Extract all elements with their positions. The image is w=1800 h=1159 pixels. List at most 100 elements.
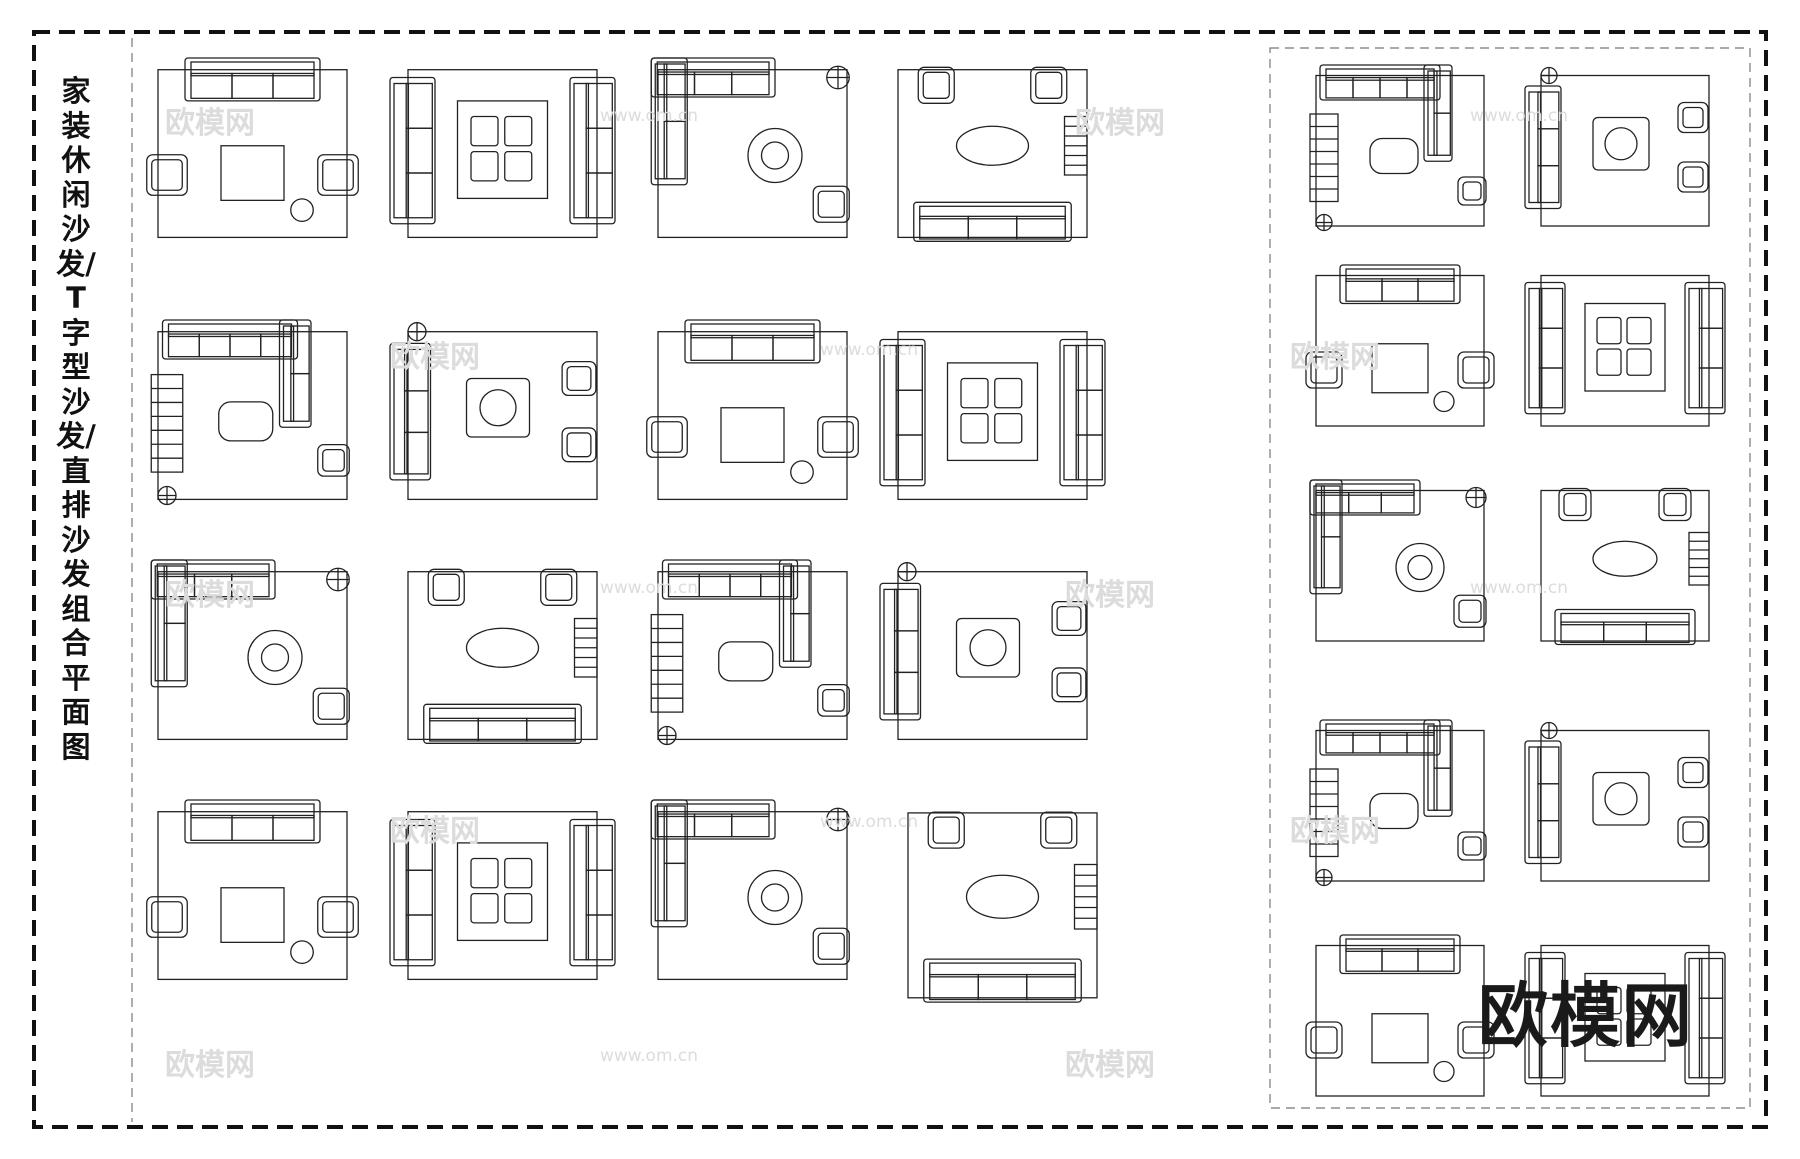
hatched-rug (650, 613, 684, 713)
area-rug (657, 571, 848, 741)
sofa-backrest (1315, 483, 1415, 496)
sofa (650, 57, 688, 186)
sofa-seat-cushion (1698, 367, 1724, 409)
sofa-layout-plan (1524, 274, 1726, 427)
table-panel (960, 377, 989, 409)
sofa (1524, 85, 1562, 210)
table-panel (470, 857, 499, 889)
armchair (1677, 161, 1709, 193)
armchair-seat (566, 432, 592, 458)
armchair-seat (1045, 816, 1073, 844)
sofa (278, 319, 312, 428)
sofa (913, 201, 1072, 242)
sofa (1684, 951, 1726, 1085)
armchair (427, 568, 465, 606)
sofa (184, 57, 321, 102)
table-panel (1626, 986, 1652, 1015)
armchair-seat (566, 365, 592, 392)
sofa-seat-cushion (731, 813, 770, 838)
armchair (1658, 487, 1692, 522)
sofa-seat-cushion (272, 72, 315, 99)
sofa-seat-cushion (585, 914, 613, 961)
sofa-layout-plan (1524, 721, 1710, 882)
armchair (1677, 756, 1709, 789)
sofa-seat-cushion (1417, 278, 1455, 302)
sofa-seat-cushion (405, 914, 433, 961)
sofa-backrest (573, 824, 590, 961)
armchair (1305, 351, 1343, 389)
armchair (1030, 66, 1068, 104)
table-panel (504, 857, 533, 889)
armchair-seat (1310, 356, 1338, 384)
armchair-seat (1682, 166, 1704, 188)
table-panel (1626, 1018, 1652, 1046)
sofa-backrest (1688, 957, 1703, 1079)
hatched-rug (150, 373, 184, 473)
sofa (1059, 338, 1106, 487)
coffee-table (456, 100, 549, 200)
round-coffee-table-inner (760, 141, 790, 170)
armchair (561, 360, 597, 397)
sofa (1554, 608, 1696, 646)
round-coffee-table (747, 869, 803, 926)
sofa-seat-cushion (760, 573, 793, 598)
sofa (569, 818, 616, 967)
sofa-backrest (1345, 938, 1455, 952)
sofa-layout-plan (907, 811, 1098, 1003)
table-panel (994, 412, 1023, 444)
sofa-backrest (190, 61, 315, 77)
sofa-backrest (156, 563, 270, 578)
sofa-seat-cushion (231, 573, 270, 598)
sofa-seat-cushion (163, 622, 186, 682)
sofa (389, 76, 436, 225)
sofa (150, 559, 188, 688)
armchair (1305, 1021, 1343, 1059)
sofa-seat-cushion (1380, 491, 1415, 514)
sofa (684, 319, 821, 364)
area-rug (407, 331, 598, 501)
coffee-table (720, 407, 785, 463)
sofa-layout-plans (146, 57, 1726, 1097)
area-rug (1540, 944, 1710, 1097)
sofa-seat-cushion (526, 717, 576, 742)
brand-logo-text: 欧模网 (1478, 975, 1694, 1057)
armchair (1453, 594, 1487, 628)
sofa-layout-plan (389, 322, 598, 501)
sofa (923, 958, 1082, 1003)
sofa-backrest (690, 323, 815, 339)
armchair-seat (651, 421, 683, 453)
decor-bowl (1604, 127, 1638, 161)
sofa-backrest (393, 348, 408, 475)
armchair-seat (1682, 761, 1704, 784)
sofa (1319, 64, 1441, 101)
sofa (1524, 281, 1566, 415)
sofa-seat-cushion (893, 671, 919, 715)
sofa-layout-plan (389, 811, 616, 981)
sofa-backrest (656, 61, 770, 76)
sofa-layout-plan (646, 319, 859, 501)
sofa-backrest (190, 803, 315, 819)
armchair (146, 154, 188, 196)
armchair (1051, 600, 1087, 637)
sofa-seat-cushion (1538, 1037, 1564, 1079)
round-coffee-table (1395, 542, 1445, 593)
sofa-seat-cushion (895, 434, 923, 481)
sofa-seat-cushion (663, 120, 686, 180)
sofa-layout-plan (1309, 479, 1487, 642)
sofa-backrest (919, 205, 1066, 220)
armchair (1677, 101, 1709, 134)
sofa-layout-plan (1309, 719, 1487, 887)
sofa-backrest (1345, 268, 1455, 282)
area-rug (897, 571, 1088, 741)
decor-bowl (479, 389, 517, 427)
sofa-seat-cushion (403, 431, 429, 475)
armchair-seat (151, 901, 183, 933)
coffee-table (1584, 972, 1666, 1062)
armchair-seat (545, 573, 573, 601)
sofa-backrest (1688, 287, 1703, 409)
decor-bowl (1604, 782, 1638, 816)
armchair (561, 427, 597, 463)
sofa-seat-cushion (1433, 767, 1451, 811)
armchair-seat (817, 190, 845, 218)
side-table (290, 940, 314, 964)
